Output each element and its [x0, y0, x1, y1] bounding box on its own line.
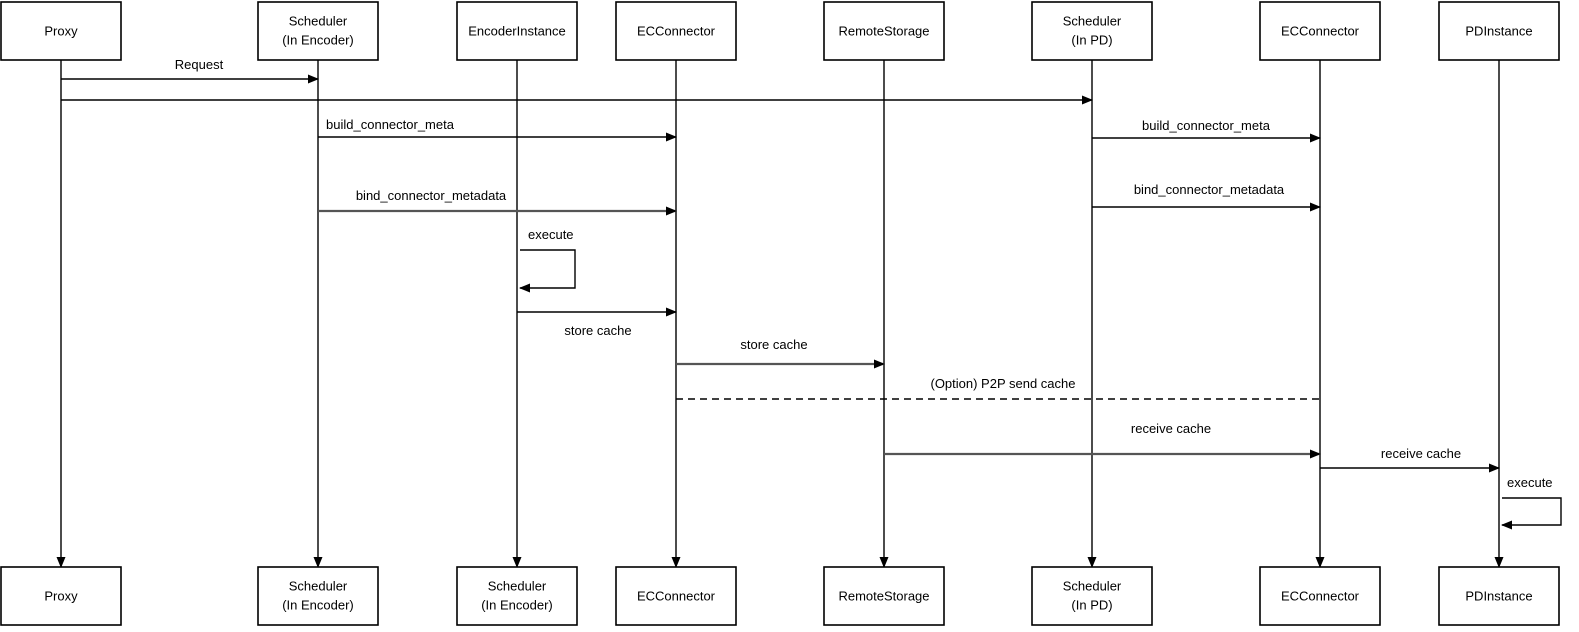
- lifelines-group: [56, 60, 1504, 568]
- self-message-label-s1: execute: [528, 227, 574, 242]
- participant-top-label-line1-ecc_left: ECConnector: [637, 23, 716, 38]
- participant-bottom-box-rect-ecc_left: [615, 566, 737, 626]
- message-label-m9: (Option) P2P send cache: [930, 376, 1075, 391]
- top-participant-boxes: Proxy Scheduler (In Encoder) EncoderInstanc…: [0, 1, 1560, 61]
- participant-bottom-label-line1-pd_inst: PDInstance: [1465, 588, 1532, 603]
- participant-bottom-box-remote_store[interactable]: RemoteStorage: [823, 566, 945, 626]
- message-m7[interactable]: store cache: [517, 307, 677, 338]
- message-m10[interactable]: receive cache: [884, 421, 1321, 459]
- self-message-s2[interactable]: execute: [1501, 475, 1562, 530]
- message-m8[interactable]: store cache: [676, 337, 885, 369]
- message-label-m10: receive cache: [1131, 421, 1211, 436]
- participant-bottom-label-line1-remote_store: RemoteStorage: [838, 588, 929, 603]
- message-label-m8: store cache: [740, 337, 807, 352]
- bottom-participant-boxes: Proxy Scheduler (In Encoder) Scheduler (In E…: [0, 566, 1560, 626]
- participant-top-box-enc_inst[interactable]: EncoderInstance: [456, 1, 578, 61]
- participant-top-box-ecc_right[interactable]: ECConnector: [1259, 1, 1381, 61]
- participant-bottom-box-rect-pd_inst: [1438, 566, 1560, 626]
- participant-bottom-label-line2-enc_inst: (In Encoder): [481, 597, 553, 612]
- self-message-path-s1: [519, 249, 576, 293]
- participant-bottom-label-line1-proxy: Proxy: [44, 588, 78, 603]
- message-label-m5: bind_connector_metadata: [356, 188, 507, 203]
- participant-top-box-sched_pd[interactable]: Scheduler (In PD): [1031, 1, 1153, 61]
- participant-top-label-line1-sched_pd: Scheduler: [1063, 13, 1122, 28]
- participant-top-box-rect-ecc_right: [1259, 1, 1381, 61]
- participant-top-box-ecc_left[interactable]: ECConnector: [615, 1, 737, 61]
- participant-bottom-box-rect-enc_inst: [456, 566, 578, 626]
- participant-bottom-box-sched_pd[interactable]: Scheduler (In PD): [1031, 566, 1153, 626]
- message-label-m1: Request: [175, 57, 224, 72]
- message-m4[interactable]: build_connector_meta: [1092, 118, 1321, 143]
- self-message-path-s2: [1501, 497, 1562, 530]
- message-label-m3: build_connector_meta: [326, 117, 455, 132]
- message-m3[interactable]: build_connector_meta: [318, 117, 677, 142]
- self-message-label-s2: execute: [1507, 475, 1553, 490]
- participant-top-label-line2-sched_enc: (In Encoder): [282, 32, 354, 47]
- participant-top-box-rect-enc_inst: [456, 1, 578, 61]
- messages-group: Request build_connector_meta build_connect…: [61, 57, 1500, 473]
- self-messages-group: execute execute: [519, 227, 1562, 530]
- participant-top-box-rect-sched_enc: [257, 1, 379, 61]
- participant-bottom-box-sched_enc[interactable]: Scheduler (In Encoder): [257, 566, 379, 626]
- message-m9[interactable]: (Option) P2P send cache: [676, 376, 1320, 400]
- participant-bottom-box-rect-proxy: [0, 566, 122, 626]
- participant-bottom-label-line2-sched_pd: (In PD): [1071, 597, 1112, 612]
- participant-top-label-line1-enc_inst: EncoderInstance: [468, 23, 566, 38]
- participant-top-label-line1-sched_enc: Scheduler: [289, 13, 348, 28]
- participant-bottom-box-rect-sched_enc: [257, 566, 379, 626]
- participant-top-label-line1-pd_inst: PDInstance: [1465, 23, 1532, 38]
- participant-top-box-rect-sched_pd: [1031, 1, 1153, 61]
- message-label-m4: build_connector_meta: [1142, 118, 1271, 133]
- participant-top-box-remote_store[interactable]: RemoteStorage: [823, 1, 945, 61]
- message-m6[interactable]: bind_connector_metadata: [1092, 182, 1321, 212]
- self-message-s1[interactable]: execute: [519, 227, 576, 293]
- participant-bottom-box-ecc_right[interactable]: ECConnector: [1259, 566, 1381, 626]
- participant-bottom-label-line2-sched_enc: (In Encoder): [282, 597, 354, 612]
- message-label-m7: store cache: [564, 323, 631, 338]
- participant-bottom-box-pd_inst[interactable]: PDInstance: [1438, 566, 1560, 626]
- participant-bottom-box-ecc_left[interactable]: ECConnector: [615, 566, 737, 626]
- message-m11[interactable]: receive cache: [1320, 446, 1500, 473]
- participant-bottom-label-line1-enc_inst: Scheduler: [488, 578, 547, 593]
- message-label-m11: receive cache: [1381, 446, 1461, 461]
- participant-top-box-rect-remote_store: [823, 1, 945, 61]
- participant-top-label-line1-remote_store: RemoteStorage: [838, 23, 929, 38]
- participant-bottom-label-line1-ecc_right: ECConnector: [1281, 588, 1360, 603]
- message-m5[interactable]: bind_connector_metadata: [318, 188, 677, 216]
- participant-bottom-box-rect-ecc_right: [1259, 566, 1381, 626]
- participant-bottom-box-proxy[interactable]: Proxy: [0, 566, 122, 626]
- participant-top-box-rect-ecc_left: [615, 1, 737, 61]
- participant-bottom-box-enc_inst[interactable]: Scheduler (In Encoder): [456, 566, 578, 626]
- message-label-m6: bind_connector_metadata: [1134, 182, 1285, 197]
- participant-bottom-label-line1-ecc_left: ECConnector: [637, 588, 716, 603]
- participant-top-box-pd_inst[interactable]: PDInstance: [1438, 1, 1560, 61]
- participant-top-box-rect-pd_inst: [1438, 1, 1560, 61]
- participant-bottom-label-line1-sched_pd: Scheduler: [1063, 578, 1122, 593]
- participant-top-box-rect-proxy: [0, 1, 122, 61]
- message-m1[interactable]: Request: [61, 57, 319, 84]
- participant-top-box-sched_enc[interactable]: Scheduler (In Encoder): [257, 1, 379, 61]
- participant-bottom-label-line1-sched_enc: Scheduler: [289, 578, 348, 593]
- participant-top-label-line2-sched_pd: (In PD): [1071, 32, 1112, 47]
- participant-top-label-line1-ecc_right: ECConnector: [1281, 23, 1360, 38]
- participant-bottom-box-rect-sched_pd: [1031, 566, 1153, 626]
- participant-top-label-line1-proxy: Proxy: [44, 23, 78, 38]
- participant-top-box-proxy[interactable]: Proxy: [0, 1, 122, 61]
- participant-bottom-box-rect-remote_store: [823, 566, 945, 626]
